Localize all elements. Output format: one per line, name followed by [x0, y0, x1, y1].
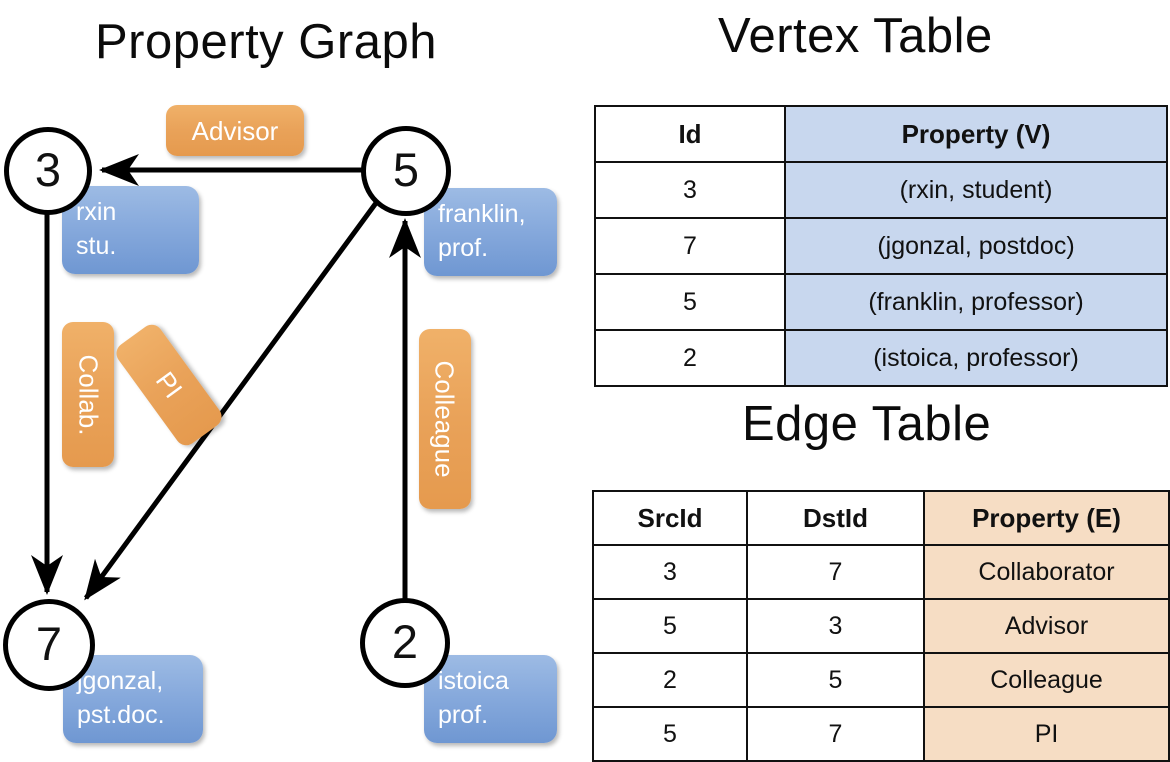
edge-label-colleague-text: Colleague	[430, 360, 460, 478]
edge-cell-srcid: 3	[592, 544, 748, 600]
edge-cell-dstid: 7	[746, 706, 925, 762]
table-row[interactable]: 7 (jgonzal, postdoc)	[594, 217, 1168, 275]
node-property-box-7[interactable]: jgonzal, pst.doc.	[63, 655, 203, 743]
edge-label-collab[interactable]: Collab.	[62, 322, 114, 467]
vertex-cell-property: (rxin, student)	[784, 161, 1168, 219]
node-property-box-5[interactable]: franklin, prof.	[424, 188, 557, 276]
graph-node-3[interactable]: 3	[4, 127, 92, 215]
table-row[interactable]: 2 (istoica, professor)	[594, 329, 1168, 387]
graph-node-7-label: 7	[35, 616, 63, 670]
table-header-row: SrcId DstId Property (E)	[592, 490, 1170, 546]
node-property-line-2: stu.	[76, 231, 117, 260]
edge-header-dstid: DstId	[746, 490, 925, 546]
graph-node-5[interactable]: 5	[361, 126, 451, 216]
page-title-edge-table: Edge Table	[742, 397, 992, 451]
vertex-cell-property: (istoica, professor)	[784, 329, 1168, 387]
page-title-vertex-table: Vertex Table	[718, 9, 993, 63]
edge-cell-dstid: 5	[746, 652, 925, 708]
table-row[interactable]: 5 3 Advisor	[592, 598, 1170, 654]
table-row[interactable]: 3 (rxin, student)	[594, 161, 1168, 219]
node-property-line-1: istoica	[438, 667, 509, 695]
vertex-table: Id Property (V) 3 (rxin, student) 7 (jgo…	[594, 105, 1168, 387]
graph-node-2[interactable]: 2	[360, 598, 450, 688]
edge-cell-property: Collaborator	[923, 544, 1170, 600]
node-property-line-2: pst.doc.	[77, 700, 165, 729]
edge-arrow-pi	[83, 201, 379, 601]
graph-edges-svg	[31, 154, 421, 601]
node-property-line-2: prof.	[438, 233, 489, 262]
node-property-line-2: prof.	[438, 700, 489, 729]
vertex-cell-id: 5	[594, 273, 786, 331]
table-header-row: Id Property (V)	[594, 105, 1168, 163]
graph-node-2-label: 2	[391, 614, 419, 668]
edge-cell-property: Advisor	[923, 598, 1170, 654]
edge-table: SrcId DstId Property (E) 3 7 Collaborato…	[592, 490, 1170, 762]
table-row[interactable]: 3 7 Collaborator	[592, 544, 1170, 600]
edge-cell-property: Colleague	[923, 652, 1170, 708]
vertex-cell-id: 3	[594, 161, 786, 219]
property-graph-diagram: Advisor Collab. PI Colleague rxin stu. f…	[0, 0, 585, 760]
edge-cell-property: PI	[923, 706, 1170, 762]
table-row[interactable]: 5 7 PI	[592, 706, 1170, 762]
node-property-line-1: franklin,	[438, 200, 526, 228]
vertex-cell-id: 7	[594, 217, 786, 275]
edge-header-property: Property (E)	[923, 490, 1170, 546]
node-property-line-1: jgonzal,	[77, 667, 164, 695]
vertex-cell-id: 2	[594, 329, 786, 387]
vertex-header-id: Id	[594, 105, 786, 163]
edge-cell-dstid: 7	[746, 544, 925, 600]
edge-label-colleague[interactable]: Colleague	[419, 329, 471, 509]
edge-cell-srcid: 5	[592, 598, 748, 654]
table-row[interactable]: 5 (franklin, professor)	[594, 273, 1168, 331]
vertex-cell-property: (franklin, professor)	[784, 273, 1168, 331]
node-property-box-3[interactable]: rxin stu.	[62, 186, 199, 274]
graph-node-3-label: 3	[34, 142, 62, 196]
edge-label-advisor-text: Advisor	[191, 115, 279, 146]
vertex-cell-property: (jgonzal, postdoc)	[784, 217, 1168, 275]
edge-cell-srcid: 2	[592, 652, 748, 708]
node-property-line-1: rxin	[76, 198, 117, 226]
graph-node-7[interactable]: 7	[3, 599, 95, 691]
vertex-header-property: Property (V)	[784, 105, 1168, 163]
edge-label-advisor[interactable]: Advisor	[166, 105, 304, 156]
graph-node-5-label: 5	[392, 142, 420, 196]
edge-label-collab-text: Collab.	[73, 354, 103, 435]
edge-label-pi-text: PI	[149, 366, 189, 404]
node-property-box-2[interactable]: istoica prof.	[424, 655, 557, 743]
edge-cell-srcid: 5	[592, 706, 748, 762]
edge-cell-dstid: 3	[746, 598, 925, 654]
table-row[interactable]: 2 5 Colleague	[592, 652, 1170, 708]
edge-header-srcid: SrcId	[592, 490, 748, 546]
page-title-property-graph: Property Graph	[95, 15, 437, 69]
